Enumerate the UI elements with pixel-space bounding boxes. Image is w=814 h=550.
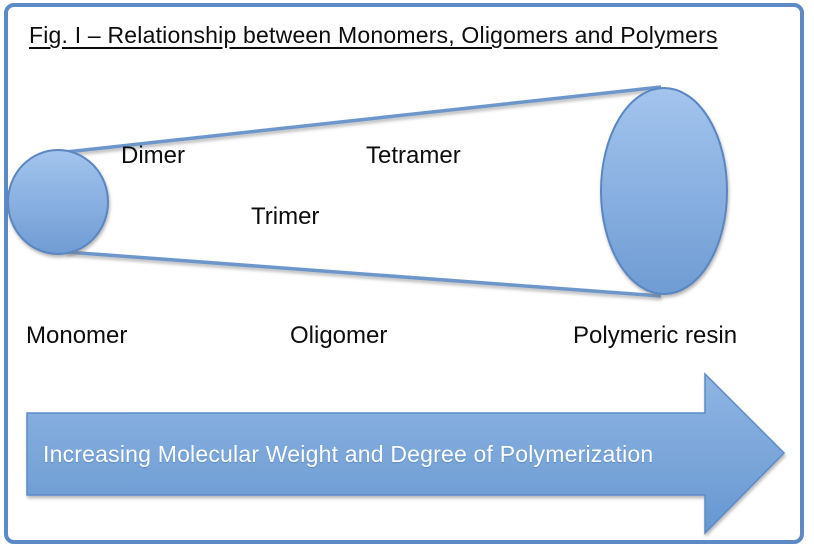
label-trimer: Trimer [251, 203, 320, 230]
label-dimer: Dimer [121, 142, 185, 169]
arrow-caption: Increasing Molecular Weight and Degree o… [43, 440, 654, 467]
label-tetramer: Tetramer [366, 142, 461, 169]
polymer-ellipse [600, 87, 728, 295]
cone-bottom-line [65, 250, 662, 298]
cone-top-line [65, 85, 662, 154]
flow-arrow [26, 372, 786, 535]
label-oligomer: Oligomer [290, 322, 388, 349]
figure-title: Fig. I – Relationship between Monomers, … [29, 22, 718, 48]
figure-border [4, 3, 804, 544]
monomer-ellipse [7, 149, 109, 255]
label-monomer: Monomer [26, 322, 128, 349]
label-polymeric-resin: Polymeric resin [573, 322, 738, 349]
